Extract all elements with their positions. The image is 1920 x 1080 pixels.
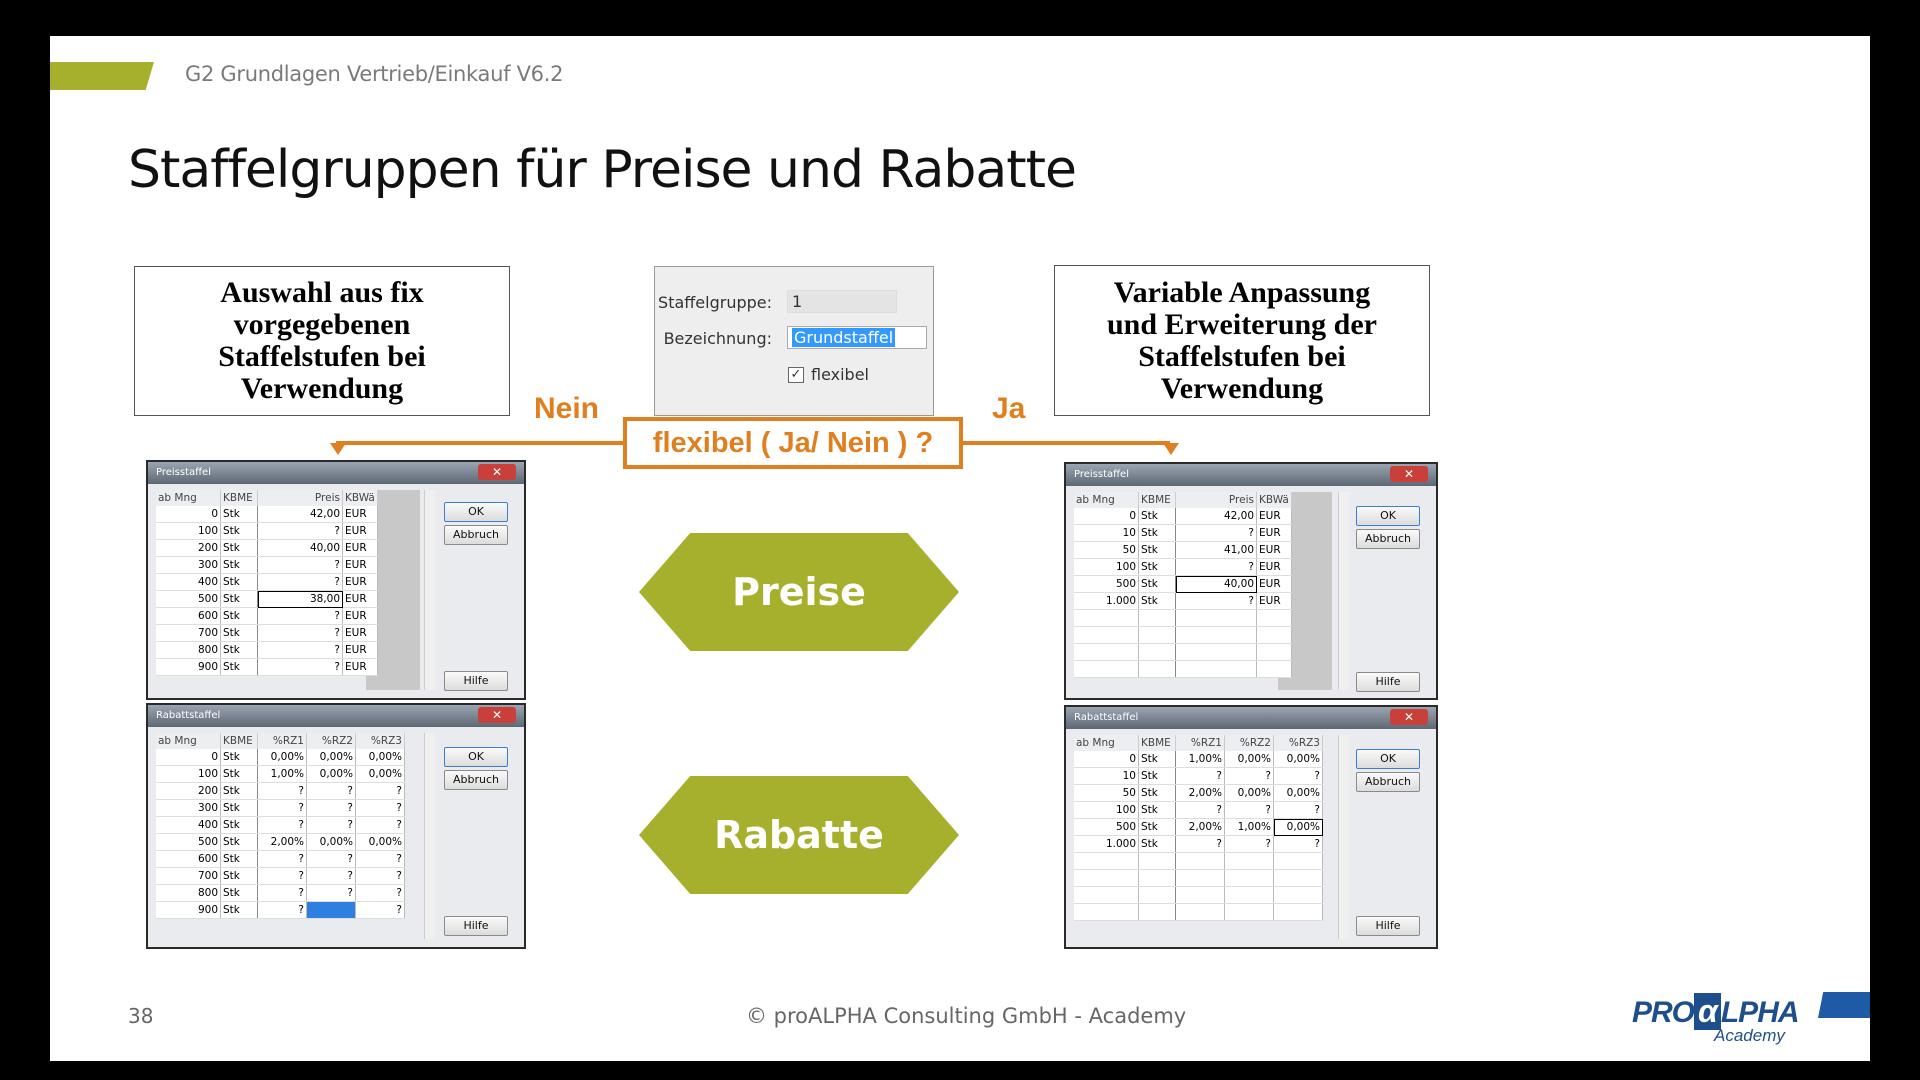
staffelgruppe-field[interactable]: 1 [787, 290, 897, 313]
cancel-button[interactable]: Abbruch [444, 770, 508, 790]
cancel-button[interactable]: Abbruch [1356, 529, 1420, 549]
window-title: Preisstaffel [1066, 464, 1436, 486]
close-icon[interactable]: ✕ [1390, 466, 1428, 482]
callout-fixed-text: Auswahl aus fix vorgegebenen Staffelstuf… [218, 276, 426, 405]
flexibel-question: flexibel ( Ja/ Nein ) ? [623, 417, 963, 469]
bezeichnung-value: Grundstaffel [792, 328, 896, 347]
logo-subtitle: Academy [1714, 1026, 1785, 1045]
close-icon[interactable]: ✕ [478, 707, 516, 723]
window-title: Rabattstaffel [1066, 707, 1436, 729]
ok-button[interactable]: OK [1356, 749, 1420, 769]
cancel-button[interactable]: Abbruch [444, 525, 508, 545]
help-button[interactable]: Hilfe [1356, 672, 1420, 692]
window-title: Preisstaffel [148, 462, 524, 484]
help-button[interactable]: Hilfe [444, 916, 508, 936]
no-label: Nein [534, 392, 600, 425]
brand-bar [1818, 992, 1870, 1018]
copyright: © proALPHA Consulting GmbH - Academy [746, 1004, 1187, 1028]
ok-button[interactable]: OK [1356, 506, 1420, 526]
callout-variable-text: Variable Anpassung und Erweiterung der S… [1107, 275, 1377, 405]
help-button[interactable]: Hilfe [444, 671, 508, 691]
bezeichnung-field[interactable]: Grundstaffel [787, 326, 927, 349]
yes-label: Ja [992, 392, 1026, 425]
right-rabattstaffel-window: Rabattstaffel ✕ ab Mng KBME %RZ1 %RZ2 %R… [1064, 705, 1438, 949]
ok-button[interactable]: OK [444, 502, 508, 522]
help-button[interactable]: Hilfe [1356, 916, 1420, 936]
close-icon[interactable]: ✕ [1390, 709, 1428, 725]
flexibel-checkbox[interactable]: ✓ [788, 367, 804, 383]
no-connector-line [336, 441, 626, 445]
callout-variable: Variable Anpassung und Erweiterung der S… [1054, 265, 1430, 416]
yes-arrow-icon [1163, 443, 1179, 455]
scrollbar[interactable] [1338, 492, 1349, 690]
yes-connector-line [960, 441, 1170, 445]
no-arrow-icon [330, 443, 346, 455]
bezeichnung-label: Bezeichnung: [663, 329, 772, 348]
flexibel-label: flexibel [811, 365, 869, 384]
staffelgruppe-label: Staffelgruppe: [658, 293, 772, 312]
staffelgruppe-dialog: Staffelgruppe: 1 Bezeichnung: Grundstaff… [654, 266, 934, 416]
slide-title: Staffelgruppen für Preise und Rabatte [128, 140, 1077, 200]
close-icon[interactable]: ✕ [478, 464, 516, 480]
preise-shape: Preise [639, 533, 959, 651]
window-title: Rabattstaffel [148, 705, 524, 727]
course-label: G2 Grundlagen Vertrieb/Einkauf V6.2 [185, 62, 564, 86]
ok-button[interactable]: OK [444, 747, 508, 767]
slide: G2 Grundlagen Vertrieb/Einkauf V6.2 Staf… [50, 36, 1870, 1061]
left-rabattstaffel-window: Rabattstaffel ✕ ab Mng KBME %RZ1 %RZ2 %R… [146, 703, 526, 949]
page-number: 38 [128, 1004, 154, 1028]
scrollbar[interactable] [424, 490, 435, 690]
cancel-button[interactable]: Abbruch [1356, 772, 1420, 792]
scrollbar[interactable] [424, 733, 435, 939]
rabatte-shape: Rabatte [639, 776, 959, 894]
callout-fixed: Auswahl aus fix vorgegebenen Staffelstuf… [134, 266, 510, 416]
accent-bar [50, 62, 154, 90]
scrollbar[interactable] [1338, 735, 1349, 939]
